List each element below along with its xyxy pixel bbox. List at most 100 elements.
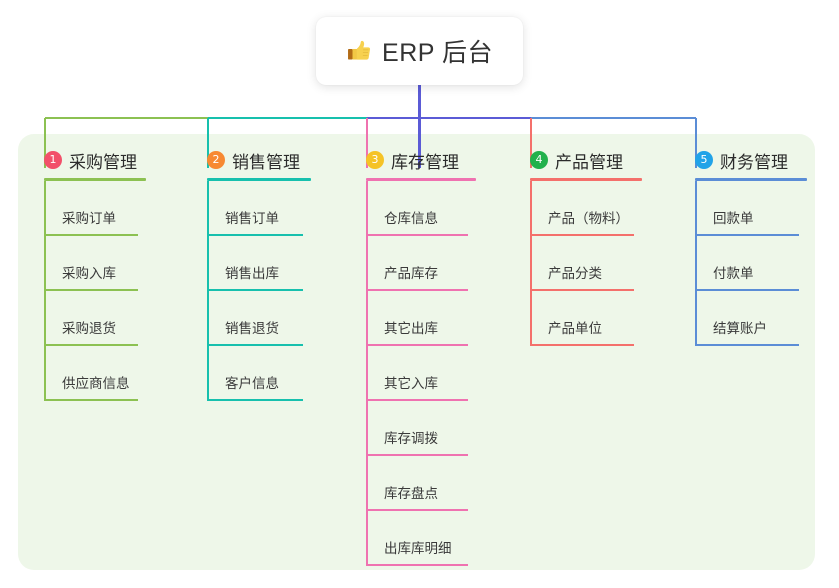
branch-title: 财务管理 (720, 152, 788, 172)
branch-title: 销售管理 (232, 152, 300, 172)
leaf-label: 产品（物料） (548, 211, 629, 226)
leaf-label: 库存盘点 (384, 486, 438, 501)
leaf-item[interactable]: 产品单位 (530, 291, 642, 346)
leaf-underline (44, 344, 138, 346)
leaf-list: 回款单付款单结算账户 (695, 181, 807, 346)
leaf-label: 产品库存 (384, 266, 438, 281)
leaf-item[interactable]: 仓库信息 (366, 181, 476, 236)
leaf-item[interactable]: 回款单 (695, 181, 807, 236)
leaf-label: 产品分类 (548, 266, 602, 281)
leaf-underline (44, 289, 138, 291)
leaf-item[interactable]: 供应商信息 (44, 346, 146, 401)
leaf-item[interactable]: 销售退货 (207, 291, 311, 346)
leaf-list: 销售订单销售出库销售退货客户信息 (207, 181, 311, 401)
leaf-item[interactable]: 产品库存 (366, 236, 476, 291)
leaf-label: 产品单位 (548, 321, 602, 336)
leaf-underline (366, 344, 468, 346)
leaf-underline (695, 234, 799, 236)
leaf-underline (530, 344, 634, 346)
leaf-underline (366, 399, 468, 401)
branch-underline (530, 178, 642, 181)
leaf-item[interactable]: 结算账户 (695, 291, 807, 346)
leaf-underline (366, 454, 468, 456)
leaf-item[interactable]: 采购入库 (44, 236, 146, 291)
leaf-label: 销售订单 (225, 211, 279, 226)
branch-number-badge: 1 (44, 151, 62, 169)
leaf-underline (366, 564, 468, 566)
branch-spine (695, 181, 697, 346)
leaf-list: 产品（物料） 产品分类产品单位 (530, 181, 642, 346)
leaf-list: 仓库信息产品库存其它出库其它入库库存调拨库存盘点出库库明细 (366, 181, 476, 566)
leaf-label: 采购订单 (62, 211, 116, 226)
leaf-item[interactable]: 其它出库 (366, 291, 476, 346)
branch-number-badge: 2 (207, 151, 225, 169)
branch-spine (530, 181, 532, 346)
leaf-underline (44, 399, 138, 401)
leaf-label: 采购入库 (62, 266, 116, 281)
root-title: ERP 后台 (382, 39, 493, 67)
branch-column-3: 3 库存管理仓库信息产品库存其它出库其它入库库存调拨库存盘点出库库明细 (366, 148, 476, 566)
leaf-item[interactable]: 库存盘点 (366, 456, 476, 511)
leaf-underline (366, 509, 468, 511)
leaf-item[interactable]: 采购退货 (44, 291, 146, 346)
leaf-label: 客户信息 (225, 376, 279, 391)
leaf-underline (366, 289, 468, 291)
leaf-underline (366, 234, 468, 236)
branch-spine (366, 181, 368, 566)
leaf-underline (207, 289, 303, 291)
leaf-label: 出库库明细 (384, 541, 452, 556)
branch-underline (695, 178, 807, 181)
branch-column-1: 1 采购管理采购订单采购入库采购退货供应商信息 (44, 148, 146, 401)
branch-header-2[interactable]: 2 销售管理 (207, 148, 311, 172)
leaf-label: 仓库信息 (384, 211, 438, 226)
leaf-underline (695, 344, 799, 346)
leaf-underline (695, 289, 799, 291)
leaf-label: 销售出库 (225, 266, 279, 281)
leaf-item[interactable]: 其它入库 (366, 346, 476, 401)
leaf-label: 采购退货 (62, 321, 116, 336)
leaf-item[interactable]: 客户信息 (207, 346, 311, 401)
branch-spine (44, 181, 46, 401)
leaf-label: 其它出库 (384, 321, 438, 336)
leaf-item[interactable]: 付款单 (695, 236, 807, 291)
leaf-label: 结算账户 (713, 321, 767, 336)
branch-column-5: 5 财务管理回款单付款单结算账户 (695, 148, 807, 346)
leaf-underline (207, 399, 303, 401)
branch-underline (366, 178, 476, 181)
branch-column-2: 2 销售管理销售订单销售出库销售退货客户信息 (207, 148, 311, 401)
leaf-label: 其它入库 (384, 376, 438, 391)
leaf-item[interactable]: 销售出库 (207, 236, 311, 291)
branch-underline (207, 178, 311, 181)
leaf-item[interactable]: 出库库明细 (366, 511, 476, 566)
root-node[interactable]: ERP 后台 (316, 17, 523, 85)
branch-title: 库存管理 (391, 152, 459, 172)
branch-number-badge: 3 (366, 151, 384, 169)
branches-panel (18, 134, 815, 570)
leaf-label: 库存调拨 (384, 431, 438, 446)
leaf-item[interactable]: 采购订单 (44, 181, 146, 236)
leaf-label: 回款单 (713, 211, 754, 226)
leaf-list: 采购订单采购入库采购退货供应商信息 (44, 181, 146, 401)
leaf-underline (530, 289, 634, 291)
leaf-item[interactable]: 产品分类 (530, 236, 642, 291)
branch-title: 采购管理 (69, 152, 137, 172)
leaf-label: 付款单 (713, 266, 754, 281)
branch-number-badge: 5 (695, 151, 713, 169)
branch-header-5[interactable]: 5 财务管理 (695, 148, 807, 172)
leaf-underline (207, 344, 303, 346)
branch-header-1[interactable]: 1 采购管理 (44, 148, 146, 172)
leaf-underline (207, 234, 303, 236)
branch-title: 产品管理 (555, 152, 623, 172)
branch-underline (44, 178, 146, 181)
branch-header-3[interactable]: 3 库存管理 (366, 148, 476, 172)
leaf-item[interactable]: 产品（物料） (530, 181, 642, 236)
leaf-item[interactable]: 库存调拨 (366, 401, 476, 456)
leaf-underline (44, 234, 138, 236)
leaf-item[interactable]: 销售订单 (207, 181, 311, 236)
leaf-label: 供应商信息 (62, 376, 130, 391)
branch-spine (207, 181, 209, 401)
leaf-underline (530, 234, 634, 236)
